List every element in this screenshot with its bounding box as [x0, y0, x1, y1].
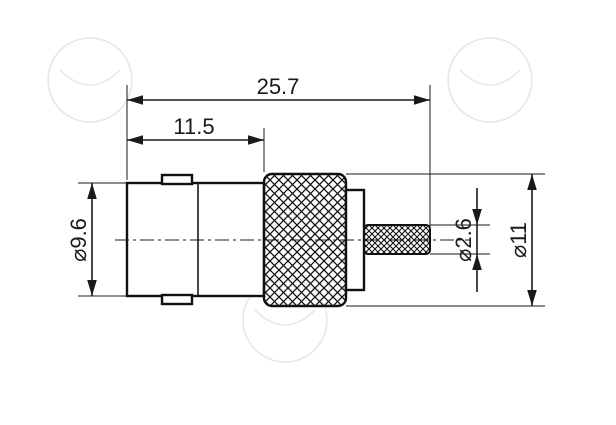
- bayonet-pin-top: [160, 173, 194, 186]
- dimension-body-diameter-label: ⌀9.6: [66, 218, 91, 262]
- dimension-pin-diameter-label: ⌀2.6: [451, 218, 476, 262]
- svg-text:⌀9.6: ⌀9.6: [66, 218, 91, 262]
- dimension-body-length: 11.5: [173, 114, 214, 139]
- svg-text:⌀2.6: ⌀2.6: [451, 218, 476, 262]
- dimension-nut-diameter-label: ⌀11: [506, 222, 531, 258]
- bayonet-pin-bottom: [160, 293, 194, 306]
- dimension-overall-length: 25.7: [257, 74, 300, 99]
- svg-text:⌀11: ⌀11: [506, 222, 531, 258]
- watermark-logo: [47, 37, 533, 363]
